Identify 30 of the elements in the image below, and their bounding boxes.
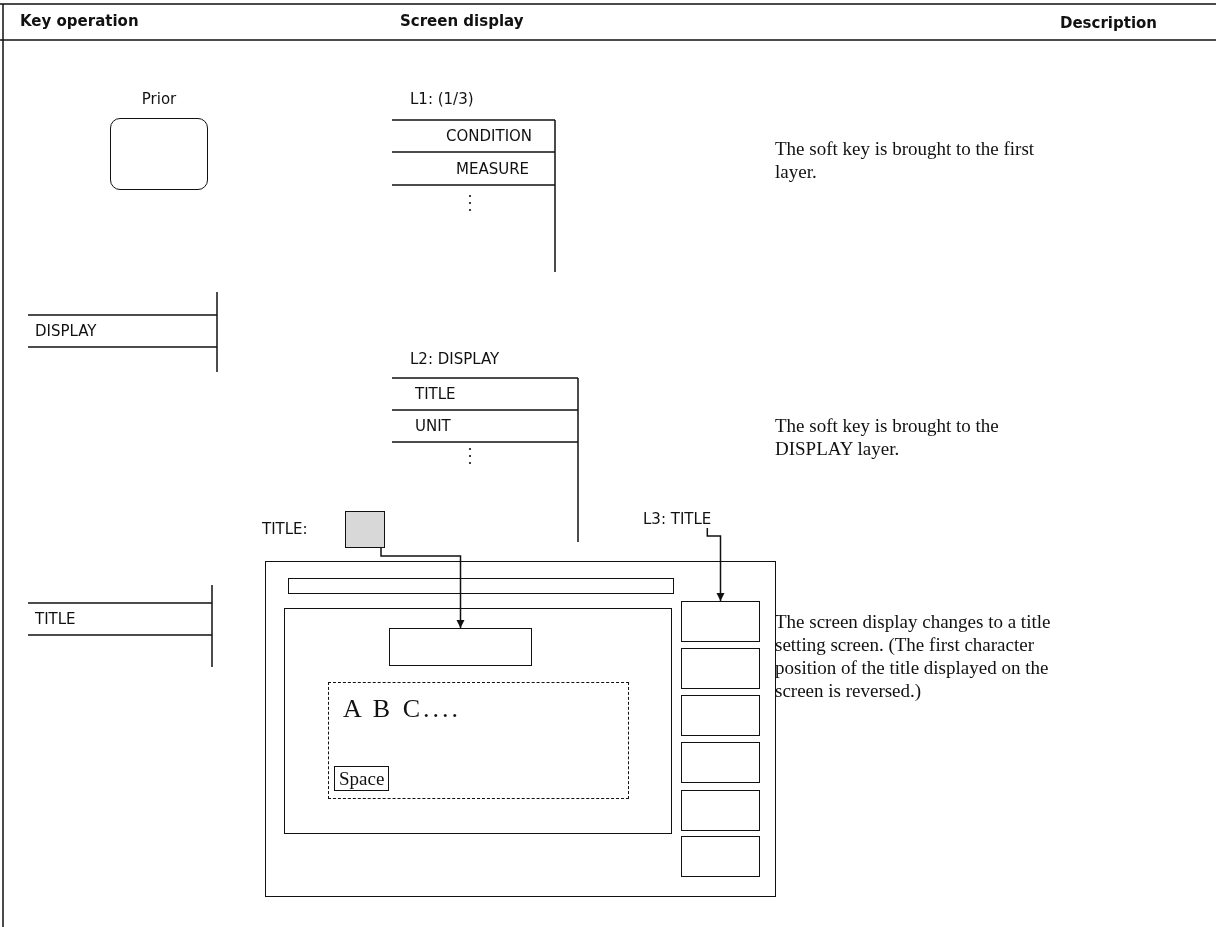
arrow — [380, 547, 465, 629]
soft-key — [681, 695, 760, 736]
key-label: Prior — [140, 90, 178, 108]
soft-key — [681, 790, 760, 831]
soft-key — [681, 742, 760, 783]
soft-key — [681, 601, 760, 642]
field-label: TITLE: — [262, 520, 308, 538]
column-header: Key operation — [20, 12, 139, 30]
space-key: Space — [334, 766, 390, 791]
soft-key — [681, 836, 760, 877]
menu-label: CONDITION — [446, 127, 533, 145]
title-bar — [288, 578, 674, 594]
description-text: The soft key is brought to the first layer. — [775, 137, 1036, 183]
column-header: Description — [1060, 14, 1158, 32]
column-header: Screen display — [400, 12, 524, 30]
menu-label: MEASURE — [456, 160, 530, 178]
menu-label: UNIT — [415, 417, 451, 435]
text-entry-area — [328, 682, 629, 799]
menu-label: TITLE — [415, 385, 456, 403]
key-label: DISPLAY — [35, 322, 97, 340]
character-row: A B C.... — [343, 697, 462, 720]
description-text: The screen display changes to a title setting screen. (The first character position of the title displayed on the screen is reversed.) — [775, 610, 1052, 702]
key-label: TITLE — [35, 610, 76, 628]
arrow — [706, 527, 725, 602]
layer-label: L3: TITLE — [643, 510, 712, 528]
title-field — [389, 628, 532, 666]
layer-label: L1: (1/3) — [410, 90, 474, 108]
layer-label: L2: DISPLAY — [410, 350, 500, 368]
soft-key — [681, 648, 760, 689]
description-text: The soft key is brought to the DISPLAY layer. — [775, 414, 1000, 460]
